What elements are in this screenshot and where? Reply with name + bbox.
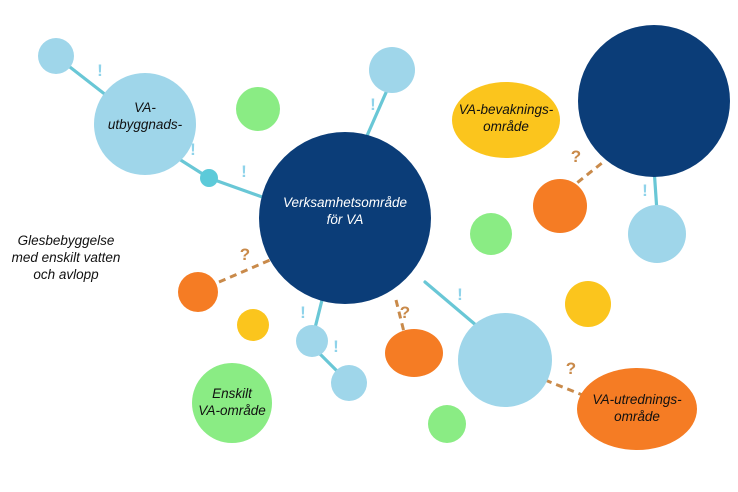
green-circle-middle (470, 213, 512, 255)
light-blue-circle-large-bottom (458, 313, 552, 407)
glesbebyggelse-label: Glesbebyggelse med enskilt vatten och avlo… (12, 233, 121, 282)
bevaknings-label-line-2: område (483, 119, 529, 134)
dashed-center-to-orange-bottom (394, 299, 408, 341)
bevaknings-ellipse (452, 82, 560, 158)
utbyggnad-label-line-2: utbyggnads- (108, 117, 183, 132)
orange-ellipse-bottom (385, 329, 443, 377)
exclamation-mark-5: ! (300, 303, 306, 322)
enskilt-circle (192, 363, 272, 443)
exclamation-mark-4: ! (370, 95, 376, 114)
light-blue-circle-small-bottom-chain (331, 365, 367, 401)
yellow-circle-left (237, 309, 269, 341)
light-blue-circle-small-bottom (296, 325, 328, 357)
light-blue-circle-top-center (369, 47, 415, 93)
orange-circle-left (178, 272, 218, 312)
question-mark-2: ? (400, 303, 410, 322)
dashed-orange-right-to-navy (567, 161, 603, 192)
utrednings-label: VA-utrednings-område (592, 392, 682, 424)
glesbebyggelse-label-line-3: och avlopp (33, 267, 99, 282)
exclamation-mark-2: ! (190, 140, 196, 159)
utrednings-label-line-1: VA-utrednings- (592, 392, 682, 407)
green-circle-top (236, 87, 280, 131)
glesbebyggelse-label-line-2: med enskilt vatten (12, 250, 121, 265)
verksamhet-label-line-1: Verksamhetsområde (283, 195, 407, 210)
connector-center-to-top-circle (364, 86, 390, 140)
bevaknings-label-line-1: VA-bevaknings- (459, 102, 554, 117)
link-dot (200, 169, 218, 187)
exclamation-mark-8: ! (642, 181, 648, 200)
verksamhet-label-line-2: för VA (327, 212, 364, 227)
bevaknings-label: VA-bevaknings-område (459, 102, 554, 134)
verksamhet-label: Verksamhetsområde för VA (283, 195, 407, 227)
utbyggnad-label: VA-utbyggnads- (108, 100, 183, 132)
dashed-orange-left-to-center (218, 258, 271, 284)
question-marks: ? ? ? ? (240, 147, 581, 378)
utbyggnad-label-line-1: VA- (134, 100, 156, 115)
exclamation-mark-6: ! (333, 337, 339, 356)
exclamation-mark-1: ! (97, 61, 103, 80)
green-circle-bottom (428, 405, 466, 443)
yellow-circle-right (565, 281, 611, 327)
question-mark-4: ? (566, 359, 576, 378)
exclamation-mark-7: ! (457, 285, 463, 304)
exclamation-mark-3: ! (241, 162, 247, 181)
verksamhet-circle (259, 132, 431, 304)
enskilt-label-line-1: Enskilt (212, 386, 253, 401)
utrednings-label-line-2: område (614, 409, 660, 424)
question-mark-1: ? (240, 245, 250, 264)
connector-dot-to-center (207, 176, 267, 200)
exclamation-marks: ! ! ! ! ! ! ! ! (97, 61, 648, 356)
question-mark-3: ? (571, 147, 581, 166)
utbyggnad-circle (94, 73, 196, 175)
enskilt-label-line-2: VA-område (198, 403, 266, 418)
orange-circle-right (533, 179, 587, 233)
navy-circle-right (578, 25, 730, 177)
light-blue-circle-right (628, 205, 686, 263)
glesbebyggelse-label-line-1: Glesbebyggelse (18, 233, 115, 248)
small-light-blue-circle-top-left (38, 38, 74, 74)
utrednings-ellipse (577, 368, 697, 450)
